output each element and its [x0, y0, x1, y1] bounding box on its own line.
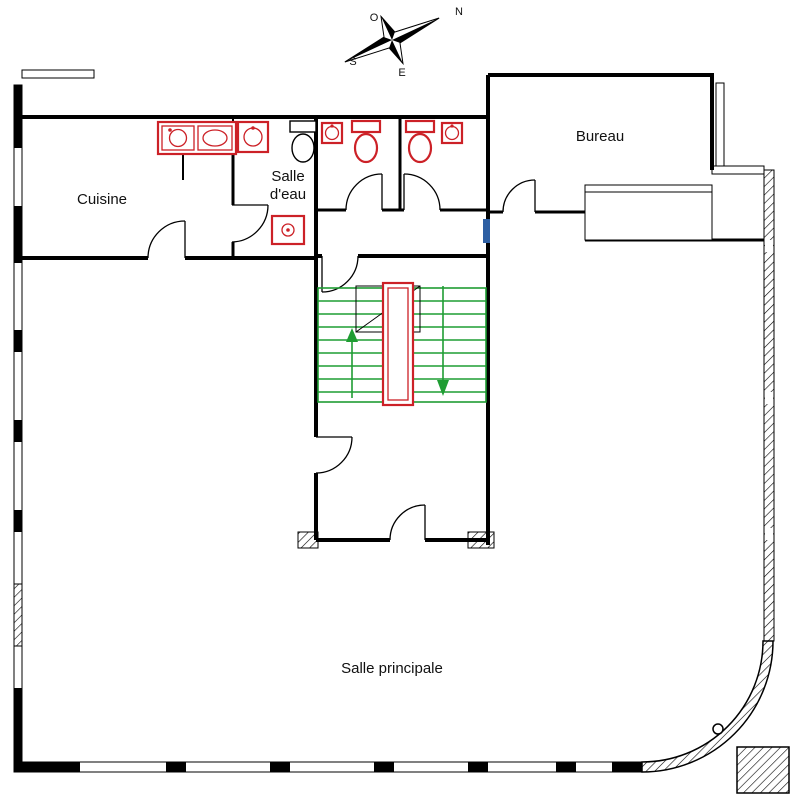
kitchen-sink-unit — [161, 125, 195, 151]
curved-corner-wall — [641, 640, 774, 773]
wall-piers — [13, 85, 790, 794]
pier — [270, 762, 290, 772]
wall-gap — [765, 528, 773, 540]
compass-label-south: S — [349, 56, 356, 68]
kitchen-sink-bowl — [168, 128, 188, 148]
top-left-ledge — [21, 69, 95, 79]
label-salle-deau-line1: Salle — [271, 168, 304, 185]
wc2-toilet-tank — [404, 119, 436, 134]
room-labels: Cuisine Salle d'eau Bureau Salle princip… — [77, 128, 624, 677]
compass-star-fill-n — [392, 18, 440, 43]
pier — [468, 762, 488, 772]
hatched-wall-section — [13, 583, 23, 647]
compass-rose: N O S E — [344, 6, 463, 79]
stair-down-arrow-head — [437, 380, 449, 396]
bidet-bowl — [281, 223, 295, 237]
bathroom-fixtures — [236, 120, 317, 246]
pier — [374, 762, 394, 772]
bureau-door-arc — [502, 179, 536, 213]
kitchen-cooktop-unit — [197, 125, 233, 151]
compass-star — [344, 14, 440, 66]
column-circle — [712, 723, 724, 735]
cuisine-door-arc — [147, 220, 186, 259]
label-bureau: Bureau — [576, 128, 624, 145]
blue-wall-marker — [483, 219, 490, 243]
pier — [14, 510, 22, 532]
wc2-faucet-icon — [450, 124, 454, 128]
salle-deau-door-arc — [231, 204, 269, 243]
compass-label-east: E — [398, 67, 405, 79]
label-salle-deau-line2: d'eau — [270, 186, 306, 203]
kitchen-cooktop-ring — [202, 129, 228, 147]
wc1-door-arc — [345, 173, 383, 211]
compass-star-fill-s — [344, 37, 392, 62]
pier — [556, 762, 576, 772]
right-ledge — [711, 165, 765, 175]
pier — [14, 688, 22, 772]
pier — [14, 85, 22, 148]
pier — [612, 762, 644, 772]
wc-fixtures — [320, 119, 464, 164]
kitchen-faucet-icon — [168, 128, 172, 132]
kitchen-counter — [156, 120, 238, 156]
bureau-closet-band — [584, 184, 713, 241]
compass-label-north: N — [455, 6, 463, 18]
pier — [14, 206, 22, 263]
label-salle-principale: Salle principale — [341, 660, 443, 677]
pier — [166, 762, 186, 772]
elevator-shaft-inner — [387, 287, 409, 401]
wc2-door-arc — [403, 173, 441, 211]
wc1-faucet-icon — [330, 124, 334, 128]
black-toilet-bowl — [291, 133, 315, 163]
compass-star-fill-e — [389, 40, 403, 64]
door-swings — [147, 173, 536, 541]
label-cuisine: Cuisine — [77, 191, 127, 208]
core-room-door-arc — [315, 436, 353, 474]
wall-gap — [765, 240, 773, 252]
pier — [14, 420, 22, 442]
kitchen-fixtures — [156, 120, 238, 156]
stair-up-arrow-head — [346, 328, 358, 342]
walls — [20, 73, 764, 545]
pier — [22, 762, 80, 772]
corner-hatched-block — [736, 746, 790, 794]
wc1-toilet-bowl — [353, 132, 379, 164]
wc1-toilet-tank — [350, 119, 382, 134]
wall-gap — [765, 392, 773, 404]
stair-hall-door-arc — [321, 255, 359, 293]
washbasin-faucet-icon — [251, 126, 255, 130]
staircase — [317, 281, 487, 407]
black-toilet-tank — [289, 120, 317, 133]
bidet-drain-icon — [286, 228, 290, 232]
compass-label-west: O — [370, 12, 379, 24]
wc2-toilet-bowl — [407, 132, 433, 164]
core-bottom-door-arc — [389, 504, 426, 541]
pier — [14, 330, 22, 352]
bottom-window-wall — [21, 761, 643, 773]
markers — [483, 219, 724, 735]
bureau-right-facade — [715, 82, 725, 168]
compass-star-fill-w — [381, 16, 395, 40]
